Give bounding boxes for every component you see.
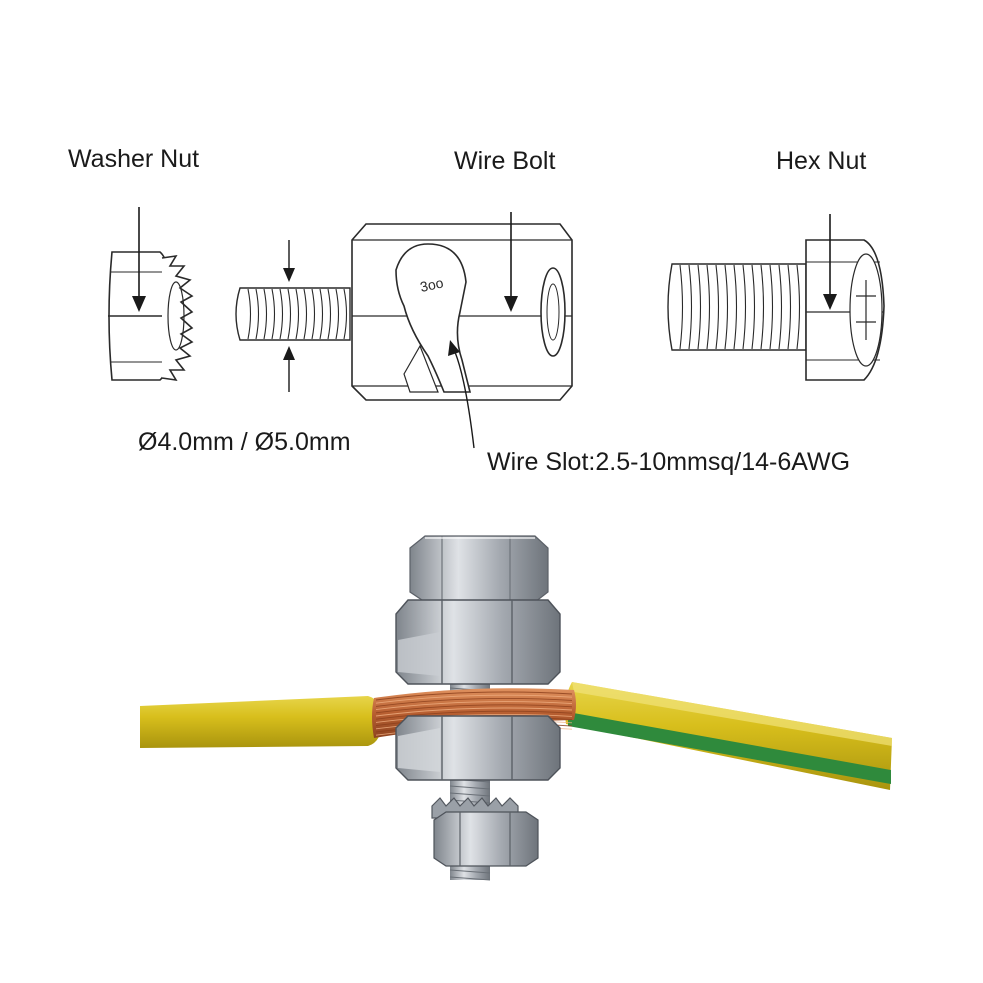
wire-slot-label: Wire Slot:2.5-10mmsq/14-6AWG [487, 448, 851, 476]
bottom-hex-nut [433, 811, 539, 867]
assembled-bolt-photo [140, 535, 892, 881]
hex-nut-arrow [823, 214, 837, 310]
wire-bolt-drawing: 3oo [351, 223, 573, 401]
wire-bolt-label: Wire Bolt [454, 147, 556, 175]
hex-nut-drawing [667, 239, 885, 381]
washer-nut-drawing [108, 251, 194, 382]
diameter-label: Ø4.0mm / Ø5.0mm [138, 428, 351, 456]
left-wire [140, 696, 382, 748]
wire-slot-leader [454, 351, 475, 449]
diameter-dimension [283, 240, 295, 392]
wire-bolt-arrow [504, 212, 518, 312]
washer-nut-arrow [132, 207, 146, 312]
svg-text:3oo: 3oo [419, 274, 445, 295]
threaded-rod-drawing [235, 287, 351, 341]
wire-stripe [568, 712, 891, 784]
hex-nut-label: Hex Nut [776, 147, 867, 175]
washer-nut-label: Washer Nut [68, 145, 200, 173]
bolt-head [409, 535, 549, 603]
